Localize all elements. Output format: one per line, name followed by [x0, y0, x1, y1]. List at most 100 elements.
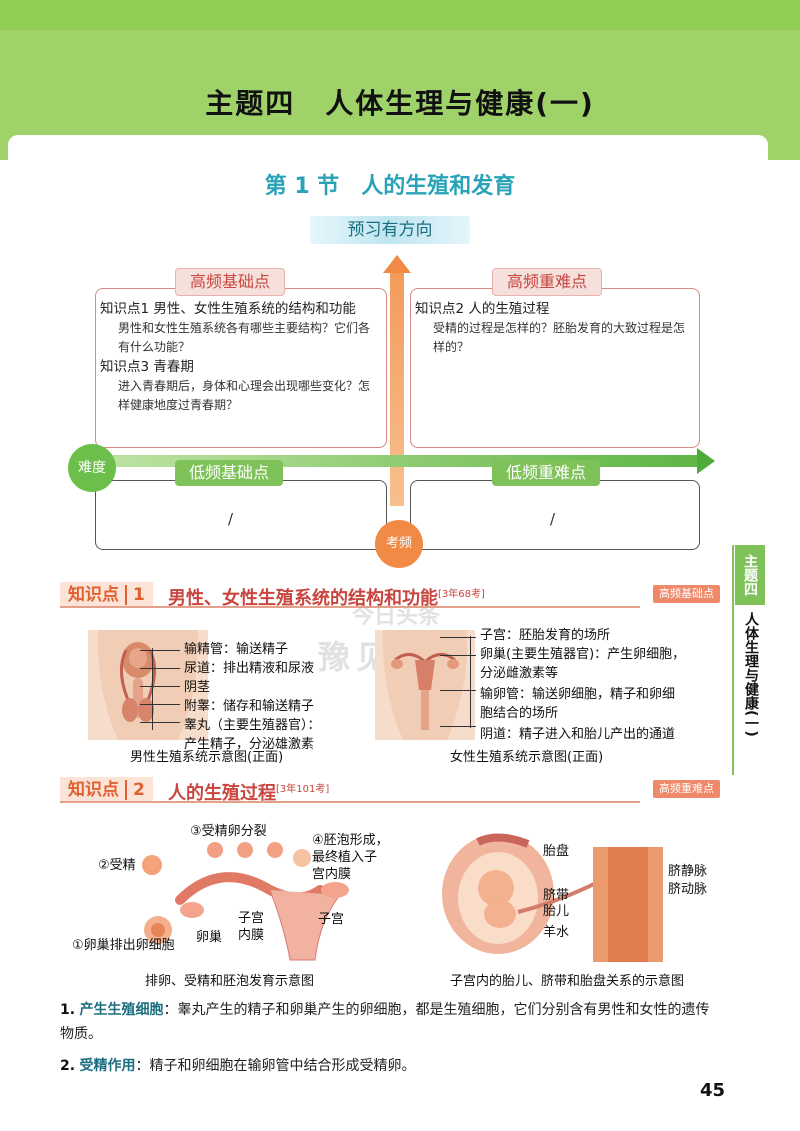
kp1-tag: 知识点 1: [60, 582, 153, 608]
male-anno-epididymis: 附睾：储存和输送精子: [184, 699, 315, 714]
watermark-line1: 今日头条: [352, 604, 441, 629]
kp2-underline: [60, 801, 640, 803]
label-placenta: 胎盘: [543, 844, 570, 859]
step-ovulation: ①卵巢排出卵细胞: [72, 938, 175, 953]
label-ovary: 卵巢: [196, 930, 223, 945]
label-endometrium-2: 内膜: [238, 928, 265, 943]
male-anno-vas-deferens: 输精管：输送精子: [184, 642, 289, 657]
definition-1-term: 产生生殖细胞: [79, 1002, 164, 1018]
female-anno-uterus: 子宫：胚胎发育的场所: [480, 628, 611, 643]
male-leader-vertical: [152, 648, 153, 730]
male-leader-4: [140, 704, 180, 705]
kp1-title: 男性、女性生殖系统的结构和功能[3年68考]: [168, 582, 485, 609]
female-reproductive-diagram: [375, 630, 475, 740]
kp2-item-title: 知识点2 人的生殖过程: [415, 301, 550, 317]
frequency-axis: [390, 268, 404, 506]
female-anno-oviduct-2: 胞结合的场所: [480, 706, 559, 721]
female-leader-1: [440, 637, 476, 638]
definition-2-term: 受精作用: [79, 1058, 136, 1074]
female-anno-vagina: 阴道：精子进入和胎儿产出的通道: [480, 727, 676, 742]
fertilization-diagram: [142, 842, 349, 961]
male-anno-testis-function: 产生精子，分泌雄激素: [184, 737, 315, 752]
kp3-item-title: 知识点3 青春期: [100, 359, 194, 375]
female-caption: 女性生殖系统示意图(正面): [450, 750, 604, 765]
female-anno-oviduct: 输卵管：输送卵细胞，精子和卵细: [480, 687, 676, 702]
step-cleavage: ③受精卵分裂: [190, 824, 267, 839]
definition-2: 2. 受精作用：精子和卵细胞在输卵管中结合形成受精卵。: [60, 1054, 720, 1078]
female-anno-ovary-2: 分泌雌激素等: [480, 666, 559, 681]
kp2-number: 2: [125, 780, 145, 800]
page-number: 45: [700, 1080, 726, 1101]
difficulty-arrowhead: [697, 448, 715, 474]
female-anno-ovary: 卵巢(主要生殖器官)：产生卵细胞，: [480, 647, 686, 662]
female-leader-2: [440, 655, 476, 656]
kp2-exam-note: [3年101考]: [276, 784, 330, 795]
kp1-tag-text: 知识点: [68, 585, 119, 605]
male-leader-2: [140, 668, 180, 669]
male-anno-penis: 阴茎: [184, 680, 211, 695]
frequency-arrowhead: [383, 255, 411, 273]
female-leader-3: [440, 690, 476, 691]
kp3-item-question: 进入青春期后，身体和心理会出现哪些变化？怎样健康地度过青春期？: [118, 379, 371, 412]
frequency-badge: 考频: [375, 520, 423, 568]
male-annotations: 输精管：输送精子 尿道：排出精液和尿液 阴茎 附睾：储存和输送精子 睾丸（主要生…: [184, 640, 384, 754]
step-blastocyst-2: 最终植入子: [312, 850, 378, 865]
male-reproductive-diagram: [88, 630, 208, 740]
topic-title: 主题四 人体生理与健康(一): [205, 87, 595, 120]
high-basic-label: 高频基础点: [175, 268, 286, 296]
kp2-tag-text: 知识点: [68, 780, 119, 800]
definition-2-text: ：精子和卵细胞在输卵管中结合形成受精卵。: [135, 1058, 416, 1074]
kp1-number: 1: [125, 585, 145, 605]
kp2-title: 人的生殖过程[3年101考]: [168, 777, 330, 804]
kp1-frequency-tag: 高频基础点: [653, 585, 720, 603]
preview-banner: 预习有方向: [310, 216, 470, 244]
kp1-item-question: 男性和女性生殖系统各有哪些主要结构？它们各有什么功能？: [118, 321, 371, 354]
top-green-strip: [0, 0, 800, 30]
male-anno-urethra: 尿道：排出精液和尿液: [184, 661, 315, 676]
female-leader-vertical: [470, 636, 471, 728]
high-basic-box: 知识点1 男性、女性生殖系统的结构和功能 男性和女性生殖系统各有哪些主要结构？它…: [95, 288, 387, 448]
definition-1-text: ：睾丸产生的精子和卵巢产生的卵细胞，都是生殖细胞，它们分别含有男性和女性的遗传物…: [60, 1002, 710, 1042]
label-umbilical-artery: 脐动脉: [668, 882, 708, 897]
label-umbilical-vein: 脐静脉: [668, 864, 708, 879]
step-fertilization: ②受精: [98, 858, 136, 873]
difficulty-badge: 难度: [68, 444, 116, 492]
female-annotations: 子宫：胚胎发育的场所 卵巢(主要生殖器官)：产生卵细胞， 分泌雌激素等 输卵管：…: [480, 626, 730, 744]
male-leader-5: [140, 722, 180, 723]
kp2-frequency-tag: 高频重难点: [653, 780, 720, 798]
label-endometrium-1: 子宫: [238, 911, 265, 926]
low-basic-empty: /: [228, 510, 234, 528]
fertilization-caption: 排卵、受精和胚泡发育示意图: [145, 974, 315, 989]
definition-1-num: 1.: [60, 1002, 76, 1018]
label-umbilical-cord: 脐带: [543, 888, 570, 903]
step-blastocyst-3: 宫内膜: [312, 867, 352, 882]
kp2-header: 知识点 2 人的生殖过程[3年101考] 高频重难点: [60, 777, 720, 804]
kp2-tag: 知识点 2: [60, 777, 153, 803]
step-blastocyst-1: ④胚泡形成，: [312, 833, 389, 848]
fetus-caption: 子宫内的胎儿、脐带和胎盘关系的示意图: [450, 974, 685, 989]
male-anno-testis: 睾丸（主要生殖器官）：: [184, 718, 321, 733]
kp1-title-text: 男性、女性生殖系统的结构和功能: [168, 588, 438, 609]
low-basic-box: [95, 480, 387, 550]
label-endometrium: 子宫 内膜: [238, 910, 264, 944]
side-topic-text: 人体生理与健康(一): [743, 612, 759, 737]
label-fetus: 胎儿: [543, 904, 570, 919]
section-title: 第 1 节 人的生殖和发育: [264, 174, 516, 199]
kp2-item-question: 受精的过程是怎样的？胚胎发育的大致过程是怎样的？: [433, 321, 686, 354]
low-hard-empty: /: [550, 510, 556, 528]
side-topic-tab: 主题四: [735, 545, 765, 605]
female-leader-4: [440, 726, 476, 727]
definition-2-num: 2.: [60, 1058, 76, 1074]
low-hard-box: [410, 480, 700, 550]
step-blastocyst: ④胚泡形成， 最终植入子 宫内膜: [312, 832, 389, 883]
kp1-header: 知识点 1 男性、女性生殖系统的结构和功能[3年68考] 高频基础点: [60, 582, 720, 609]
definition-1: 1. 产生生殖细胞：睾丸产生的精子和卵巢产生的卵细胞，都是生殖细胞，它们分别含有…: [60, 998, 720, 1046]
low-hard-label: 低频重难点: [492, 460, 601, 486]
low-basic-label: 低频基础点: [175, 460, 284, 486]
kp1-exam-note: [3年68考]: [438, 589, 485, 600]
label-uterus: 子宫: [318, 912, 345, 927]
kp2-title-text: 人的生殖过程: [168, 783, 276, 804]
high-hard-box: 知识点2 人的生殖过程 受精的过程是怎样的？胚胎发育的大致过程是怎样的？: [410, 288, 700, 448]
kp1-underline: [60, 606, 640, 608]
male-leader-3: [140, 686, 180, 687]
